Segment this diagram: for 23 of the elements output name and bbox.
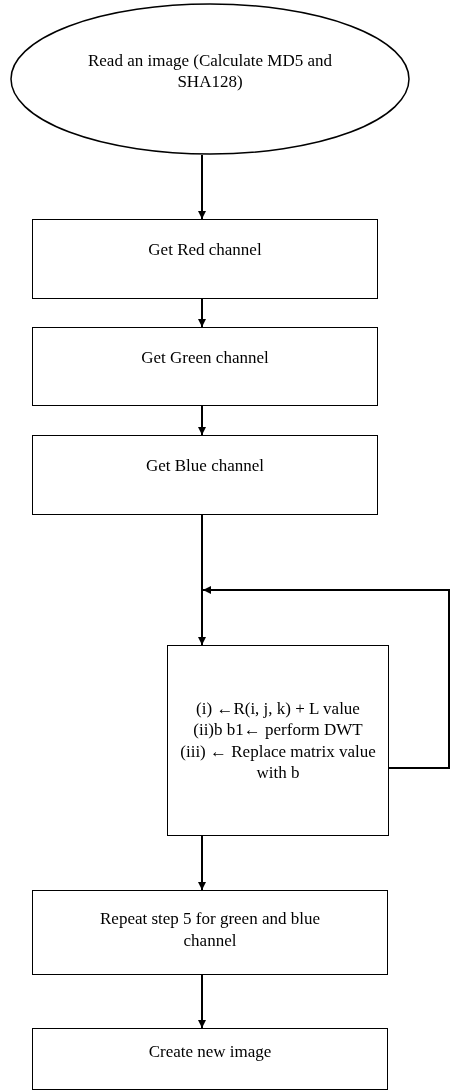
step-text: Get Green channel xyxy=(141,346,269,369)
arrow xyxy=(198,514,206,646)
arrow xyxy=(198,974,206,1029)
process-box xyxy=(32,890,388,975)
step-text: (iii) ← Replace matrix value with b xyxy=(180,740,376,783)
loop-arrow xyxy=(202,586,450,769)
step-text: Get Blue channel xyxy=(146,455,264,477)
step-text: Read an image (Calculate MD5 and SHA128) xyxy=(86,49,334,93)
process-box xyxy=(32,1028,388,1090)
step-text: Repeat step 5 for green and blue channel xyxy=(99,908,321,951)
step-text: Create new image xyxy=(148,1041,272,1063)
arrow xyxy=(198,298,206,328)
arrow xyxy=(198,154,206,220)
process-box xyxy=(32,219,378,299)
start-ellipse xyxy=(10,3,410,155)
process-box xyxy=(167,645,389,836)
arrow xyxy=(198,405,206,436)
step-text: Get Red channel xyxy=(148,239,262,261)
step-text: (ii)b b1← perform DWT xyxy=(193,719,363,741)
step-text: (i) ←R(i, j, k) + L value xyxy=(196,698,360,720)
process-box xyxy=(32,435,378,515)
arrow xyxy=(198,835,206,891)
process-box xyxy=(32,327,378,406)
